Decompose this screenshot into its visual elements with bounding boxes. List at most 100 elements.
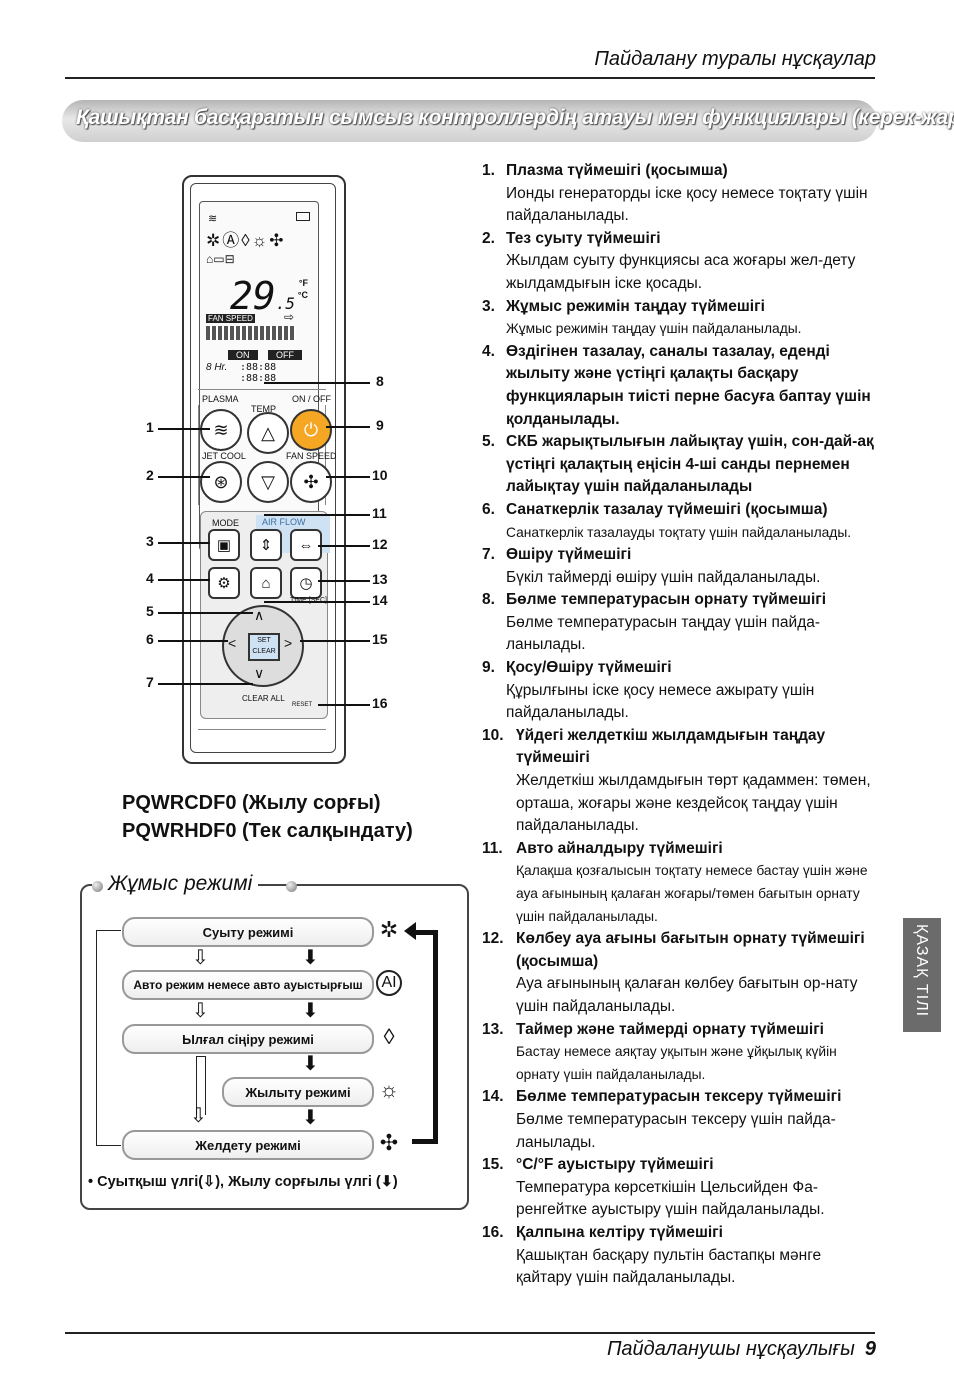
function-description: Желдеткіш жылдамдығын төрт қадаммен: төм… xyxy=(516,772,871,835)
callout-8: 8 xyxy=(376,373,384,389)
long-outline-arrow xyxy=(196,1056,206,1115)
wifi-icon: ≋ xyxy=(208,213,218,225)
left-arrow-button[interactable]: < xyxy=(228,635,237,651)
vertical-swing-button[interactable]: ⇕ xyxy=(250,529,282,561)
loop-solid-arrowhead xyxy=(404,922,416,940)
lcd-unit-f: °F xyxy=(298,278,308,288)
battery-icon xyxy=(296,212,310,221)
function-text: Санаткерлік тазалау түймешігі (қосымша)С… xyxy=(506,499,851,544)
header-rule xyxy=(65,77,875,79)
long-outline-arrow-head: ⇩ xyxy=(190,1105,207,1127)
callout-15: 15 xyxy=(372,631,388,647)
function-item: 5. СКБ жарықтылығын лайықтау үшін, сон-да… xyxy=(482,431,880,499)
plasma-button[interactable]: ≋ xyxy=(200,409,242,451)
sun-icon: ☼ xyxy=(378,1077,400,1102)
on-off-button[interactable]: ⏻ xyxy=(290,409,332,451)
right-arrow-button[interactable]: > xyxy=(284,635,293,651)
callout-14-leader xyxy=(264,601,370,603)
auto-ai-icon: AI xyxy=(376,970,402,996)
remote-controller: ≋ ✲Ⓐ◊☼✣ ⌂▭⊟ 29.5 °F °C FAN SPEED ⇨ ON OF… xyxy=(182,175,346,764)
function-number: 9. xyxy=(482,659,495,677)
air-flow-label: AIR FLOW xyxy=(262,517,306,527)
function-description: Жұмыс режимін таңдау үшін пайдаланылады. xyxy=(506,321,802,337)
mode-heating: Жылыту режимі xyxy=(222,1077,374,1107)
temp-down-button[interactable]: ▽ xyxy=(247,461,289,503)
jet-cool-button[interactable]: ⊛ xyxy=(200,461,242,503)
lcd-timer-digits: :88:88 :88:88 xyxy=(240,362,277,384)
lcd-temperature: 29.5 xyxy=(230,274,296,318)
function-number: 6. xyxy=(482,500,495,518)
function-item: 12.Көлбеу ауа ағыны бағытын орнату түйме… xyxy=(482,928,880,1018)
function-number: 3. xyxy=(482,297,495,315)
function-description: Қалақша қозғалысын тоқтату немесе бастау… xyxy=(516,863,868,924)
function-description: Құрылғыны іске қосу немесе ажырату үшін … xyxy=(506,681,815,722)
callout-4: 4 xyxy=(146,570,154,586)
callout-11: 11 xyxy=(372,505,387,521)
section-banner: Қашықтан басқаратын сымсыз контроллердің… xyxy=(62,100,954,142)
function-number: 5. xyxy=(482,433,495,451)
room-temp-check-button[interactable]: ⌂ xyxy=(250,567,282,599)
temp-up-button[interactable]: △ xyxy=(247,412,289,454)
function-number: 13. xyxy=(482,1020,504,1038)
function-text: СКБ жарықтылығын лайықтау үшін, сон-дай-… xyxy=(506,431,880,499)
function-item: 6. Санаткерлік тазалау түймешігі (қосымша… xyxy=(482,499,880,544)
remote-panel-line-r xyxy=(325,405,326,505)
callout-12: 12 xyxy=(372,536,388,552)
callout-13-leader xyxy=(318,580,370,582)
plasma-label: PLASMA xyxy=(202,394,239,404)
lcd-small-icons: ⌂▭⊟ xyxy=(206,252,235,266)
function-number: 11. xyxy=(482,839,503,857)
function-number: 16. xyxy=(482,1223,504,1241)
arrow-solid-3: ⬇ xyxy=(302,1053,319,1075)
function-number: 1. xyxy=(482,162,495,179)
fan-speed-button[interactable]: ✣ xyxy=(290,461,332,503)
model-heat-pump: PQWRCDF0 (Жылу сорғы) xyxy=(122,792,381,814)
function-title: Таймер және таймерді орнату түймешігі xyxy=(516,1020,824,1038)
function-item: 4.Өздігінен тазалау, саналы тазалау, еде… xyxy=(482,341,880,431)
callout-2: 2 xyxy=(146,467,154,483)
function-title: СКБ жарықтылығын лайықтау үшін, сон-дай-… xyxy=(506,433,874,496)
lcd-fan-bars xyxy=(206,326,296,340)
callout-5-leader xyxy=(158,612,253,614)
function-title: Қалпына келтіру түймешігі xyxy=(516,1223,723,1241)
arrow-outline-1: ⇩ xyxy=(192,947,209,969)
callout-8-leader xyxy=(264,382,370,384)
mode-button[interactable]: ▣ xyxy=(208,529,240,561)
up-arrow-button[interactable]: ∧ xyxy=(254,607,265,623)
remote-inner-frame xyxy=(190,183,336,753)
operation-modes-box xyxy=(80,884,469,1210)
loop-outline-left xyxy=(96,930,121,1146)
callout-3-leader xyxy=(158,542,210,544)
function-title: Тез суыту түймешігі xyxy=(506,229,661,247)
down-arrow-button[interactable]: ∨ xyxy=(254,665,265,681)
function-title: Бөлме температурасын орнату түймешігі xyxy=(506,591,827,609)
footer-rule xyxy=(65,1332,875,1334)
set-clear-button[interactable]: SET CLEAR xyxy=(248,633,280,661)
operation-modes-note: • Суытқыш үлгі(⇩), Жылу сорғылы үлгі (⬇) xyxy=(88,1174,398,1190)
function-title: °C/°F ауыстыру түймешігі xyxy=(516,1156,714,1174)
page-number: 9 xyxy=(864,1338,876,1360)
loop-solid-right xyxy=(412,930,438,1144)
lcd-off: OFF xyxy=(268,350,302,360)
timer-button[interactable]: ◷ xyxy=(290,567,322,599)
arrow-solid-1: ⬇ xyxy=(302,947,319,969)
clear-label: CLEAR xyxy=(252,648,276,655)
arrow-solid-4: ⬇ xyxy=(302,1107,319,1129)
temp-label: TEMP xyxy=(251,404,277,414)
function-setup-button[interactable]: ⚙ xyxy=(208,567,240,599)
function-title: Қосу/Өшіру түймешігі xyxy=(506,659,672,677)
function-description: Бастау немесе аяқтау уқытын және ұйқылық… xyxy=(516,1044,837,1082)
callout-7-leader xyxy=(158,683,253,685)
title-dot-icon xyxy=(286,881,297,892)
callout-1-leader xyxy=(158,428,210,430)
model-cooling-only: PQWRHDF0 (Тек салқындату) xyxy=(122,820,413,842)
